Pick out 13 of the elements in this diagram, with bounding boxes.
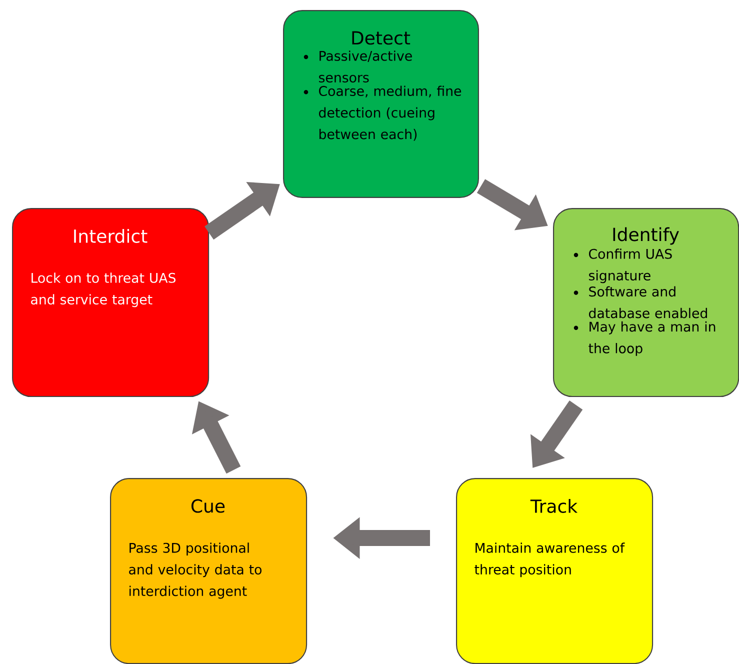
bullet-item: Coarse, medium, fine detection (cueing between each) xyxy=(319,86,462,141)
bullet-item: Passive/active sensors xyxy=(319,50,412,83)
box-title: Cue xyxy=(191,499,225,513)
box-title: Detect xyxy=(352,31,410,45)
bullet-item: May have a man in the loop xyxy=(588,321,716,356)
bullet-item: Software and database enabled xyxy=(589,286,707,318)
box-title: Track xyxy=(530,499,578,513)
box-title: Interdict xyxy=(74,229,148,243)
bullet-item: Confirm UAS signature xyxy=(589,248,672,284)
box-title: Identify xyxy=(613,227,679,245)
body-text: Lock on to threat UAS and service target xyxy=(31,272,176,308)
body-text: Pass 3D positional and velocity data to interdiction agent xyxy=(129,542,262,599)
body-text: Maintain awareness of threat position xyxy=(474,542,625,578)
